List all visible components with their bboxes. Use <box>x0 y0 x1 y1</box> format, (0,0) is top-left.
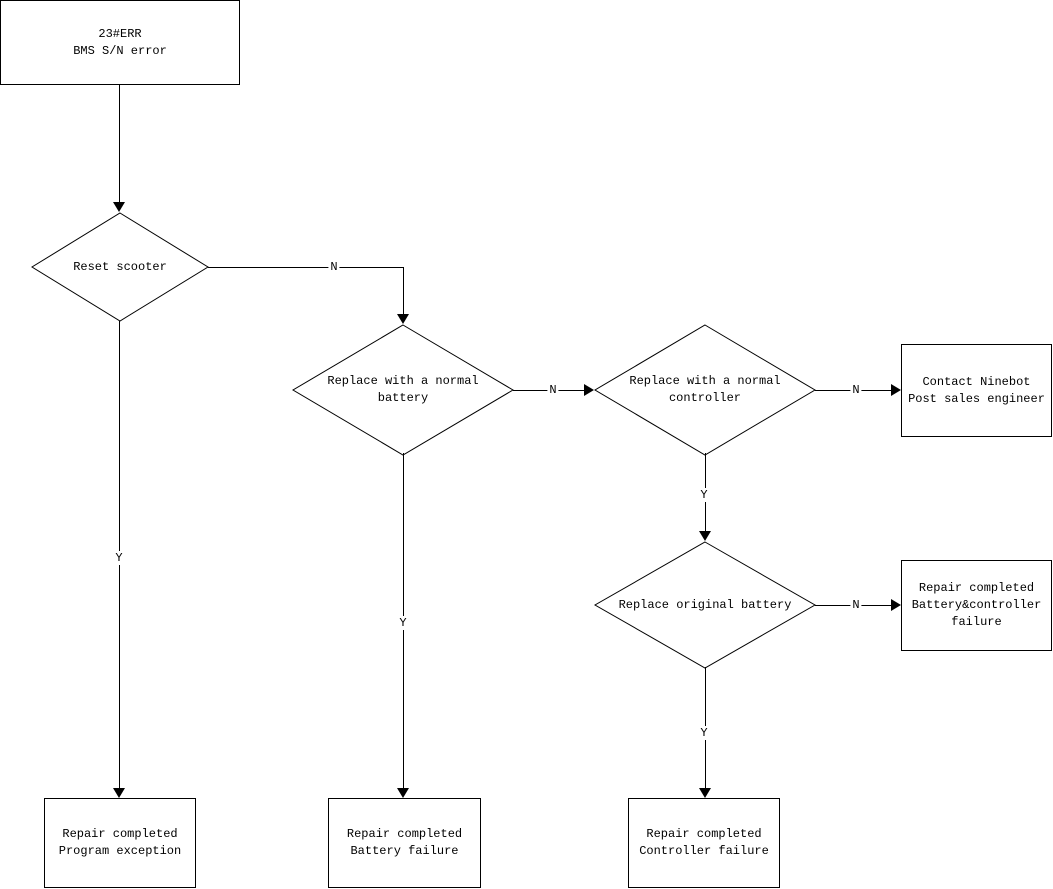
decision-replace-normal-battery: Replace with a normal battery <box>292 324 514 456</box>
decision-reset-scooter: Reset scooter <box>31 212 209 322</box>
node-start: 23#ERR BMS S/N error <box>0 0 240 85</box>
decision-replace-normal-controller: Replace with a normal controller <box>594 324 816 456</box>
decision-replace-normal-controller-label: Replace with a normal controller <box>629 374 781 405</box>
arrowhead-down-icon <box>397 314 409 324</box>
node-program-exception: Repair completed Program exception <box>44 798 196 888</box>
decision-replace-original-battery: Replace original battery <box>594 541 816 669</box>
edge-label-no: N <box>547 383 559 397</box>
node-battery-controller-failure: Repair completed Battery&controller fail… <box>901 560 1052 651</box>
arrowhead-right-icon <box>891 599 901 611</box>
edge-reset-no-v <box>403 267 404 315</box>
edge-reset-no-h <box>208 267 404 268</box>
decision-replace-original-battery-label: Replace original battery <box>618 597 792 612</box>
arrowhead-right-icon <box>891 384 901 396</box>
arrowhead-down-icon <box>699 531 711 541</box>
diamond-shape <box>31 212 209 322</box>
arrowhead-down-icon <box>113 202 125 212</box>
decision-replace-normal-battery-label: Replace with a normal battery <box>327 374 479 405</box>
node-contact-ninebot: Contact Ninebot Post sales engineer <box>901 344 1052 437</box>
arrowhead-right-icon <box>584 384 594 396</box>
arrowhead-down-icon <box>699 788 711 798</box>
edge-label-yes: Y <box>698 726 710 740</box>
edge-label-no: N <box>850 598 862 612</box>
node-battery-failure: Repair completed Battery failure <box>328 798 481 888</box>
arrowhead-down-icon <box>113 788 125 798</box>
edge-label-no: N <box>850 383 862 397</box>
node-controller-failure: Repair completed Controller failure <box>628 798 780 888</box>
arrowhead-down-icon <box>397 788 409 798</box>
edge-label-yes: Y <box>698 488 710 502</box>
decision-reset-scooter-label: Reset scooter <box>73 259 167 274</box>
edge-label-yes: Y <box>397 616 409 630</box>
edge-start-to-reset <box>119 85 120 203</box>
edge-label-yes: Y <box>113 551 125 565</box>
edge-label-no: N <box>328 260 340 274</box>
